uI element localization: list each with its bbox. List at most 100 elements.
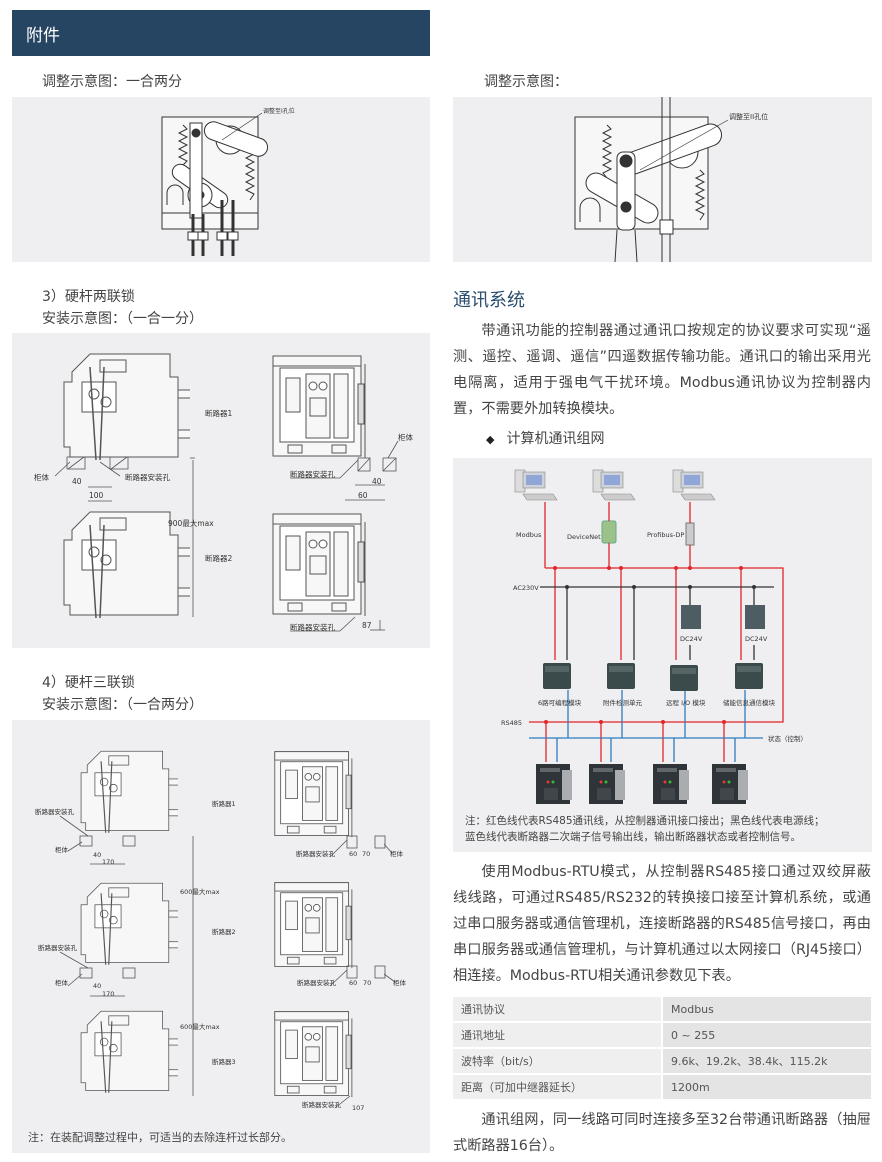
breaker-icon — [712, 764, 748, 804]
computer-icon — [672, 469, 716, 501]
module-icon — [543, 663, 571, 689]
module-icon — [607, 663, 635, 689]
s3-mount-hole-label-right2: 断路器安装孔 — [290, 622, 335, 632]
module-icon — [670, 665, 698, 691]
network-diagram: Modbus DeviceNet Profibus-DP AC230V DC24… — [453, 458, 872, 852]
rtu-text: 使用Modbus-RTU模式，从控制器RS485接口通过双绞屏蔽线线路，可通过R… — [453, 864, 871, 984]
s4-dim-40-b: 40 — [93, 982, 101, 990]
section4-note: 注：在装配调整过程中，可适当的去除连杆过长部分。 — [28, 1130, 292, 1144]
s4-dim-70-b: 70 — [363, 979, 371, 987]
breaker-icon — [653, 764, 689, 804]
computer-icons — [514, 469, 716, 501]
s4-mount-hole-label2: 断路器安装孔 — [38, 943, 78, 952]
adjust-left-diagram: 调整至I孔位 — [12, 97, 430, 262]
s4-cabinet-label2: 柜体 — [55, 978, 69, 987]
adjust-right-label: 调整至II孔位 — [729, 112, 768, 121]
signal-lines — [529, 690, 763, 762]
s4-dim-600-b: 600最大max — [180, 1022, 220, 1031]
section3-title: 3）硬杆两联锁 — [42, 289, 135, 305]
breaker-icon — [536, 764, 572, 804]
section-header: 附件 — [12, 10, 430, 56]
adjust-left-caption: 调整示意图：一合两分 — [42, 74, 182, 90]
s4-breaker3-label: 断路器3 — [212, 1057, 236, 1066]
s4-dim-170-b: 170 — [102, 990, 114, 998]
s3-breaker2-label: 断路器2 — [205, 553, 232, 563]
comm-title: 通讯系统 — [453, 290, 525, 311]
s3-dim-40-right: 40 — [372, 477, 382, 486]
section3-subtitle: 安装示意图：（一合一分） — [42, 311, 203, 327]
comm-bullet: ◆ 计算机通讯组网 — [486, 428, 604, 448]
ac-label: AC230V — [513, 584, 539, 592]
section3-diagram: 断路器1 断路器2 柜体 断路器安装孔 40 100 900最大max 柜体 断… — [12, 333, 430, 648]
s4-mount-hole-label1: 断路器安装孔 — [35, 807, 75, 816]
diamond-bullet-icon: ◆ — [486, 433, 495, 446]
s3-dim-40: 40 — [72, 477, 82, 486]
s4-breaker2-label: 断路器2 — [212, 927, 236, 936]
module-label-2: 附件检测单元 — [603, 698, 643, 707]
s4-dim-60-b: 60 — [349, 979, 357, 987]
module-icon — [735, 663, 763, 689]
comm-intro: 带通讯功能的控制器通过通讯口按规定的协议要求可实现“遥测、遥控、遥调、遥信”四遥… — [453, 318, 871, 422]
s4-cabinet-label1: 柜体 — [55, 845, 69, 854]
closing-paragraph: 通讯组网，同一线路可同时连接多至32台带通讯断路器（抽屉式断路器16台）。 — [453, 1107, 871, 1159]
s4-dim-70-a: 70 — [362, 850, 370, 858]
s3-dim-87: 87 — [362, 621, 372, 630]
param-key: 波特率（bit/s） — [453, 1049, 663, 1073]
s4-mount-hole-right2: 断路器安装孔 — [297, 978, 337, 987]
adjust-right-diagram: 调整至II孔位 — [453, 97, 872, 262]
breaker-icon — [589, 764, 625, 804]
s4-cabinet-right2: 柜体 — [393, 978, 407, 987]
param-value: Modbus — [663, 997, 871, 1021]
s3-dim-100: 100 — [89, 491, 104, 500]
network-note-line2: 蓝色线代表断路器二次端子信号输出线，输出断路器状态或者控制信号。 — [465, 830, 801, 843]
module-label-4: 储能信息通信模块 — [723, 698, 776, 707]
table-row: 距离（可加中继器延长）1200m — [453, 1075, 871, 1099]
section4-subtitle: 安装示意图：（一合两分） — [42, 697, 203, 713]
protocol-label-devicenet: DeviceNet — [567, 533, 601, 541]
s3-dim-60: 60 — [358, 491, 368, 500]
profibus-gateway-icon — [685, 522, 695, 546]
section4-title: 4）硬杆三联锁 — [42, 675, 135, 691]
adjust-left-label: 调整至I孔位 — [263, 107, 295, 115]
param-key: 通讯地址 — [453, 1023, 663, 1047]
table-row: 波特率（bit/s）9.6k、19.2k、38.4k、115.2k — [453, 1049, 871, 1073]
computer-icon — [592, 469, 636, 501]
closing-text: 通讯组网，同一线路可同时连接多至32台带通讯断路器（抽屉式断路器16台）。 — [453, 1112, 871, 1154]
s4-cabinet-right1: 柜体 — [390, 849, 404, 858]
param-value: 0 ~ 255 — [663, 1023, 871, 1047]
s4-dim-600-a: 600最大max — [180, 887, 220, 896]
section4-diagram: 断路器1 断路器2 断路器3 600最大max 600最大max 断路器安装孔 … — [12, 720, 430, 1153]
module-label-3: 远程 I/O 模块 — [666, 698, 706, 707]
param-value: 1200m — [663, 1075, 871, 1099]
dc-label-2: DC24V — [745, 635, 768, 643]
s3-dim-900: 900最大max — [168, 518, 214, 528]
rs485-label: RS485 — [501, 719, 522, 727]
rs485-lines — [529, 502, 784, 762]
param-key: 通讯协议 — [453, 997, 663, 1021]
s3-breaker1-label: 断路器1 — [205, 408, 232, 418]
s4-dim-170-a: 170 — [102, 858, 114, 866]
network-note-line1: 注：红色线代表RS485通讯线，从控制器通讯接口接出；黑色线代表电源线； — [465, 814, 825, 827]
comm-bullet-text: 计算机通讯组网 — [506, 431, 605, 447]
status-label: 状态（控制） — [768, 734, 807, 743]
dc-power-supply-icon — [681, 605, 701, 629]
dc-power-supply-icon — [745, 605, 765, 629]
devicenet-gateway-icon — [601, 520, 617, 544]
s4-mount-hole-right3: 断路器安装孔 — [302, 1100, 342, 1109]
dc-label-1: DC24V — [680, 635, 703, 643]
computer-icon — [514, 469, 558, 501]
module-label-1: 6路可编程模块 — [538, 698, 582, 707]
power-lines — [540, 586, 774, 660]
adjust-right-caption: 调整示意图： — [484, 74, 568, 90]
protocol-label-modbus: Modbus — [516, 531, 542, 539]
s3-cabinet-label: 柜体 — [34, 472, 49, 482]
s3-mount-hole-label: 断路器安装孔 — [125, 472, 170, 482]
s4-dim-40-a: 40 — [93, 851, 101, 859]
s4-dim-107: 107 — [352, 1104, 364, 1112]
param-value: 9.6k、19.2k、38.4k、115.2k — [663, 1049, 871, 1073]
s3-mount-hole-label-right1: 断路器安装孔 — [290, 469, 335, 479]
param-key: 距离（可加中继器延长） — [453, 1075, 663, 1099]
